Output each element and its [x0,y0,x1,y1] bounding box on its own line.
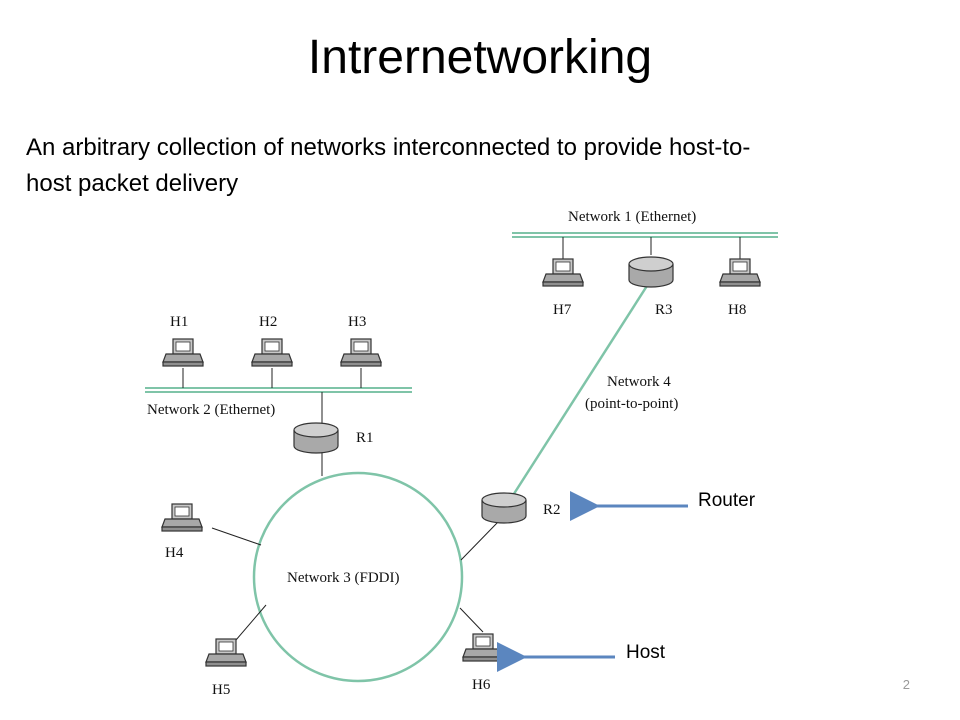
network-1-label: Network 1 (Ethernet) [568,209,696,225]
network-4-sublabel: (point-to-point) [585,396,678,412]
network-3-label: Network 3 (FDDI) [287,570,399,586]
host-h1-label: H1 [170,314,188,330]
host-h3 [340,338,382,367]
host-h6-label: H6 [472,677,491,693]
host-h4-label: H4 [165,545,184,561]
subtitle-line-2: host packet delivery [26,170,239,197]
router-callout-label: Router [698,490,756,511]
host-h3-label: H3 [348,314,366,330]
router-r2 [481,492,527,524]
host-h2 [251,338,293,367]
network-4-label: Network 4 [607,374,671,390]
network-3-fddi: Network 3 (FDDI) [211,450,499,683]
host-callout-label: Host [626,642,666,663]
network-1-ethernet: Network 1 (Ethernet) [512,209,778,262]
page-number: 2 [902,677,910,692]
router-r2-label: R2 [543,502,561,518]
host-h5-label: H5 [212,682,230,698]
host-h4 [161,503,203,532]
host-h6 [462,633,504,662]
host-h1 [162,338,204,367]
host-h8 [719,258,761,287]
host-h8-label: H8 [728,302,746,318]
router-r3 [628,256,674,288]
slide-title: Intrernetworking [307,31,653,84]
host-h7-label: H7 [553,302,572,318]
host-h2-label: H2 [259,314,277,330]
slide-subtitle: An arbitrary collection of networks inte… [26,130,946,202]
router-r1-label: R1 [356,430,374,446]
router-r3-label: R3 [655,302,673,318]
network-4-point-to-point: Network 4 (point-to-point) [508,277,678,501]
host-h5 [205,638,247,667]
network-2-label: Network 2 (Ethernet) [147,402,275,418]
host-h7 [542,258,584,287]
network-2-ethernet: Network 2 (Ethernet) [145,368,412,425]
router-r1 [293,422,339,454]
subtitle-line-1: An arbitrary collection of networks inte… [26,134,751,161]
